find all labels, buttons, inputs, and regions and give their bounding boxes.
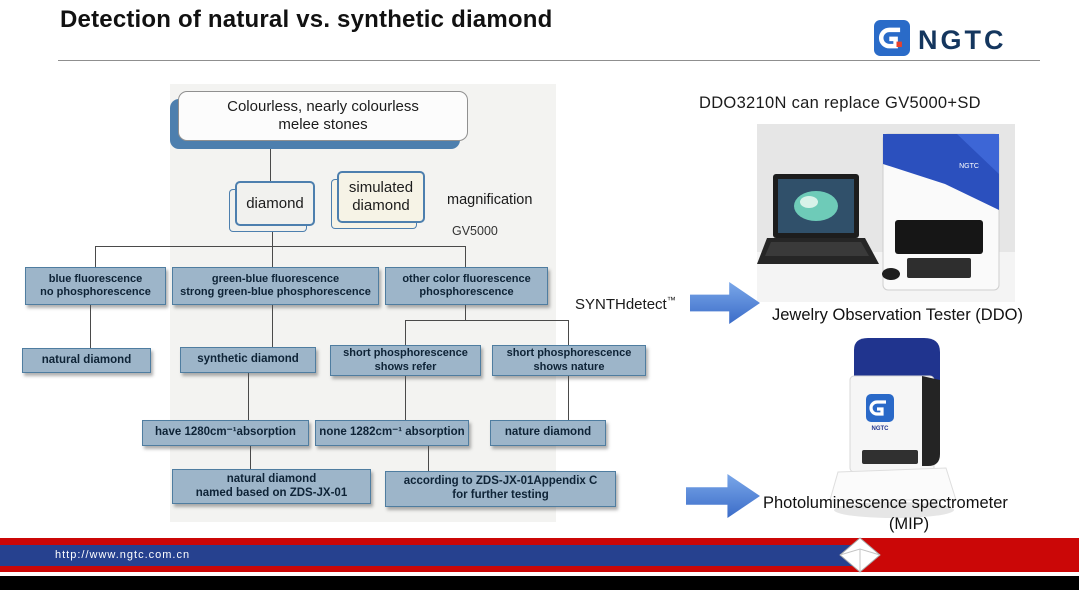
flowchart-node-root: Colourless, nearly colourless melee ston… [178,91,468,141]
node-line: strong green-blue phosphorescence [180,286,371,298]
footer-url: http://www.ngtc.com.cn [55,549,191,561]
synthdetect-label: SYNTHdetect™ [575,295,676,313]
node-line: nature diamond [504,426,592,439]
node-line: shows nature [533,360,605,373]
connector-line [568,320,569,345]
node-line: simulated [348,179,414,196]
node-line: according to ZDS-JX-01Appendix C [403,475,598,488]
mip-label-line1: Photoluminescence spectrometer [763,494,1008,512]
ngtc-logo-text: NGTC [918,25,1007,55]
ddo-label: Jewelry Observation Tester (DDO) [772,306,1023,324]
mip-spectrometer-photo: NGTC [820,332,972,524]
mip-label-line2: (MIP) [888,515,930,533]
flowchart-node-other-color-fluorescence: other color fluorescence phosphorescence [385,267,548,305]
flowchart-node-named-zds: natural diamond named based on ZDS-JX-01 [172,469,371,504]
node-line: melee stones [278,116,368,133]
connector-line [568,376,569,420]
ddo-tester-photo: NGTC [757,124,1015,302]
connector-line [272,305,273,347]
node-line: short phosphorescence [343,347,468,360]
connector-line [428,446,429,472]
diamond-icon [839,537,881,573]
ddo-replace-note: DDO3210N can replace GV5000+SD [699,94,981,112]
node-line: synthetic diamond [197,353,299,366]
node-line: have 1280cm⁻¹absorption [155,426,296,439]
sample-platform [862,450,918,464]
node-line: natural diamond [226,472,317,485]
node-line: named based on ZDS-JX-01 [195,486,348,499]
connector-line [95,246,96,267]
node-line: no phosphorescence [40,286,151,298]
node-line: phosphorescence [419,286,514,298]
connector-line [270,141,271,181]
node-line: natural diamond [41,353,132,366]
node-line: other color fluorescence [402,272,531,285]
connector-line [465,246,466,267]
ngtc-logo: NGTC [874,20,1007,61]
flowchart-node-green-blue-fluorescence: green-blue fluorescence strong green-blu… [172,267,379,305]
page-title: Detection of natural vs. synthetic diamo… [60,6,553,33]
connector-line [90,305,91,348]
connector-line [405,376,406,420]
flowchart-node-diamond: diamond [235,181,315,226]
flowchart-node-synthetic-diamond: synthetic diamond [180,347,316,373]
machine-viewing-window [895,220,983,254]
flowchart-node-short-phosphorescence-refer: short phosphorescence shows refer [330,345,481,376]
connector-line [95,246,465,247]
title-divider [58,60,1040,61]
ngtc-logo-icon [874,20,910,61]
connector-line [272,226,273,246]
synthdetect-text: SYNTHdetect [575,296,667,313]
machine-base [829,467,957,501]
gv5000-label: GV5000 [452,224,498,238]
flowchart-node-short-phosphorescence-nature: short phosphorescence shows nature [492,345,646,376]
connector-line [248,373,249,420]
flowchart-node-natural-diamond: natural diamond [22,348,151,373]
node-line: green-blue fluorescence [211,272,340,285]
flowchart-node-have-absorption: have 1280cm⁻¹absorption [142,420,309,446]
machine-logo-text: NGTC [959,163,979,170]
machine-canopy [854,338,940,382]
node-line: blue fluorescence [48,272,143,285]
connector-line [405,320,406,345]
node-line: diamond [352,197,410,214]
flowchart-node-blue-fluorescence: blue fluorescence no phosphorescence [25,267,166,305]
flowchart-node-according-zds: according to ZDS-JX-01Appendix C for fur… [385,471,616,507]
mouse [882,268,900,280]
node-line: Colourless, nearly colourless [227,98,419,115]
machine-arm [922,376,940,466]
node-line: shows refer [374,360,437,373]
mip-spectrometer-image: NGTC [829,338,957,518]
node-line: diamond [246,194,304,212]
machine-blue-panel [883,134,999,210]
node-line: for further testing [452,489,549,501]
flowchart-node-none-absorption: none 1282cm⁻¹ absorption [315,420,469,446]
magnification-label: magnification [447,192,533,208]
node-line: none 1282cm⁻¹ absorption [319,426,465,439]
arrow-right-icon [686,474,760,518]
flowchart-node-nature-diamond: nature diamond [490,420,606,446]
arrow-right-icon [690,282,760,324]
node-line: short phosphorescence [506,347,632,360]
footer-black-band [0,576,1079,590]
ddo-tester-image: NGTC [757,124,1015,302]
trademark-symbol: ™ [666,295,676,305]
machine-logo-text: NGTC [872,426,890,432]
connector-line [272,246,273,267]
footer-blue-band [0,545,853,566]
flowchart-node-simulated-diamond: simulated diamond [337,171,425,223]
connector-line [405,320,568,321]
connector-line [465,305,466,321]
connector-line [250,446,251,469]
